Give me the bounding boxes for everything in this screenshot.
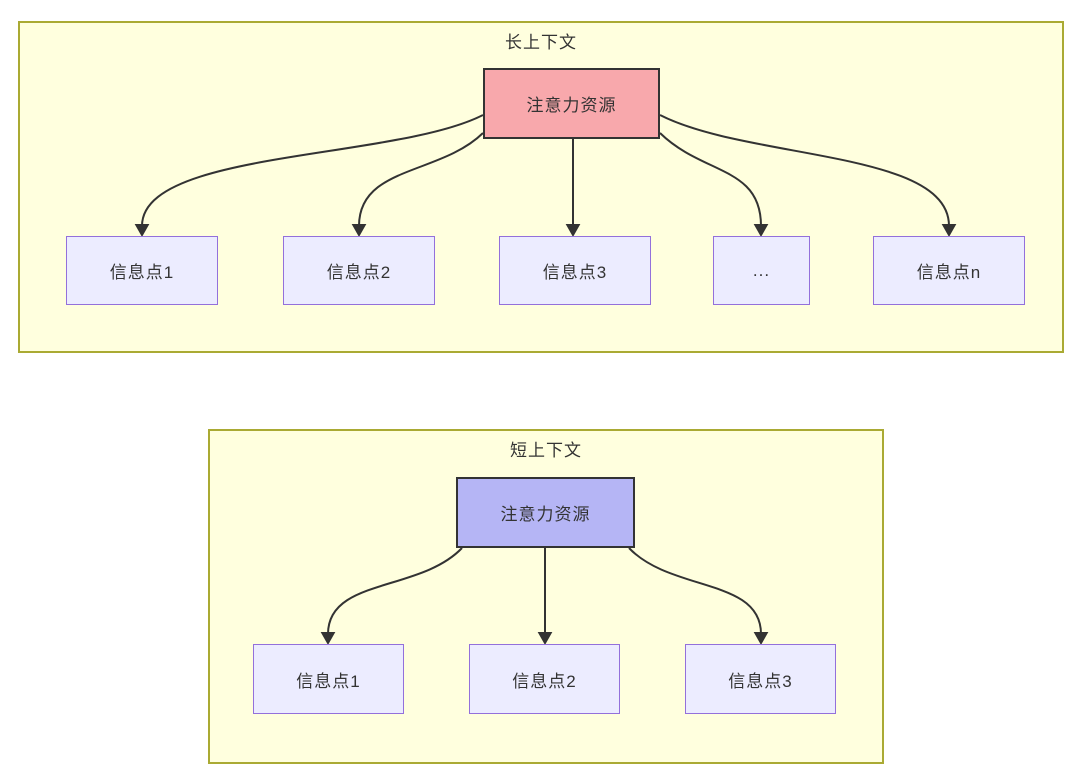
info-node-long-ellipsis: ... xyxy=(713,236,810,305)
info-node-long-3: 信息点3 xyxy=(499,236,651,305)
info-node-short-2-label: 信息点2 xyxy=(512,671,577,691)
info-node-short-3: 信息点3 xyxy=(685,644,836,714)
info-node-long-2: 信息点2 xyxy=(283,236,435,305)
info-node-short-1: 信息点1 xyxy=(253,644,404,714)
attention-node-short-label: 注意力资源 xyxy=(500,505,591,524)
attention-node-short: 注意力资源 xyxy=(456,477,635,548)
info-node-long-1-label: 信息点1 xyxy=(109,263,175,282)
long-context-title: 长上下文 xyxy=(505,33,577,52)
attention-node-long-label: 注意力资源 xyxy=(526,96,617,115)
attention-node-long: 注意力资源 xyxy=(483,68,660,139)
info-node-long-ellipsis-label: ... xyxy=(752,260,771,280)
info-node-short-1-label: 信息点1 xyxy=(296,671,361,691)
info-node-long-3-label: 信息点3 xyxy=(542,263,608,282)
short-context-title: 短上下文 xyxy=(510,441,582,460)
info-node-short-2: 信息点2 xyxy=(469,644,620,714)
info-node-short-3-label: 信息点3 xyxy=(728,671,793,691)
info-node-long-n: 信息点n xyxy=(873,236,1025,305)
info-node-long-n-label: 信息点n xyxy=(916,263,982,282)
info-node-long-1: 信息点1 xyxy=(66,236,218,305)
info-node-long-2-label: 信息点2 xyxy=(326,263,392,282)
